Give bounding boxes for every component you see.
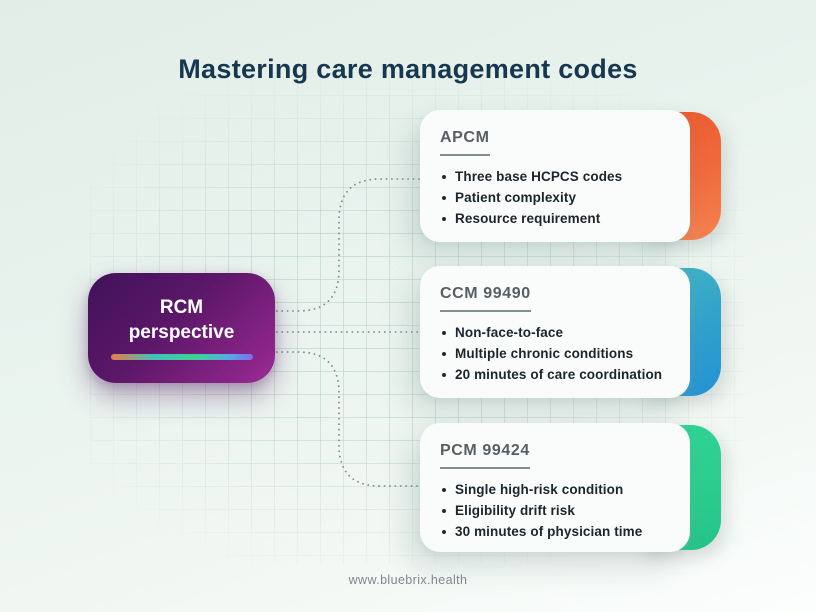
bullet-text: Resource requirement: [455, 211, 601, 226]
bullet-item: Single high-risk condition: [440, 479, 670, 500]
bullet-item: Multiple chronic conditions: [440, 343, 670, 364]
ccm-card: CCM 99490 Non-face-to-face Multiple chro…: [420, 266, 690, 398]
apcm-card: APCM Three base HCPCS codes Patient comp…: [420, 110, 690, 242]
rcm-perspective-node: RCM perspective: [88, 273, 275, 383]
ccm-bullet-list: Non-face-to-face Multiple chronic condit…: [440, 322, 670, 385]
rcm-node-label-line2: perspective: [128, 321, 235, 343]
bullet-dot: [442, 488, 446, 492]
bullet-text: Single high-risk condition: [455, 482, 624, 497]
bullet-dot: [442, 530, 446, 534]
bullet-text: Three base HCPCS codes: [455, 169, 623, 184]
gradient-underline-bar: [110, 354, 253, 361]
bullet-dot: [442, 217, 446, 221]
website-url: www.bluebrix.health: [348, 573, 468, 587]
bullet-dot: [442, 175, 446, 179]
bullet-text: Multiple chronic conditions: [455, 346, 634, 361]
bullet-text: Non-face-to-face: [455, 325, 564, 340]
bullet-text: Eligibility drift risk: [455, 503, 575, 518]
bullet-item: Eligibility drift risk: [440, 500, 670, 521]
bullet-item: Patient complexity: [440, 187, 670, 208]
apcm-card-title: APCM: [440, 129, 490, 156]
pcm-card-title: PCM 99424: [440, 442, 530, 469]
pcm-bullet-list: Single high-risk condition Eligibility d…: [440, 479, 670, 542]
bullet-dot: [442, 373, 446, 377]
bullet-item: Resource requirement: [440, 208, 670, 229]
bullet-item: 30 minutes of physician time: [440, 521, 670, 542]
rcm-node-label: RCM perspective: [129, 296, 235, 345]
rcm-node-label-line1: RCM: [159, 296, 204, 318]
bullet-dot: [442, 331, 446, 335]
pcm-card: PCM 99424 Single high-risk condition Eli…: [420, 423, 690, 552]
bullet-item: Non-face-to-face: [440, 322, 670, 343]
page-title: Mastering care management codes: [178, 54, 638, 84]
bullet-text: 20 minutes of care coordination: [455, 367, 663, 382]
bullet-item: Three base HCPCS codes: [440, 166, 670, 187]
bullet-text: Patient complexity: [455, 190, 577, 205]
apcm-bullet-list: Three base HCPCS codes Patient complexit…: [440, 166, 670, 229]
connector-apcm: [276, 178, 430, 312]
connector-pcm: [276, 351, 430, 487]
bullet-dot: [442, 196, 446, 200]
bullet-dot: [442, 509, 446, 513]
bullet-item: 20 minutes of care coordination: [440, 364, 670, 385]
ccm-card-title: CCM 99490: [440, 285, 531, 312]
bullet-text: 30 minutes of physician time: [455, 524, 643, 539]
bullet-dot: [442, 352, 446, 356]
